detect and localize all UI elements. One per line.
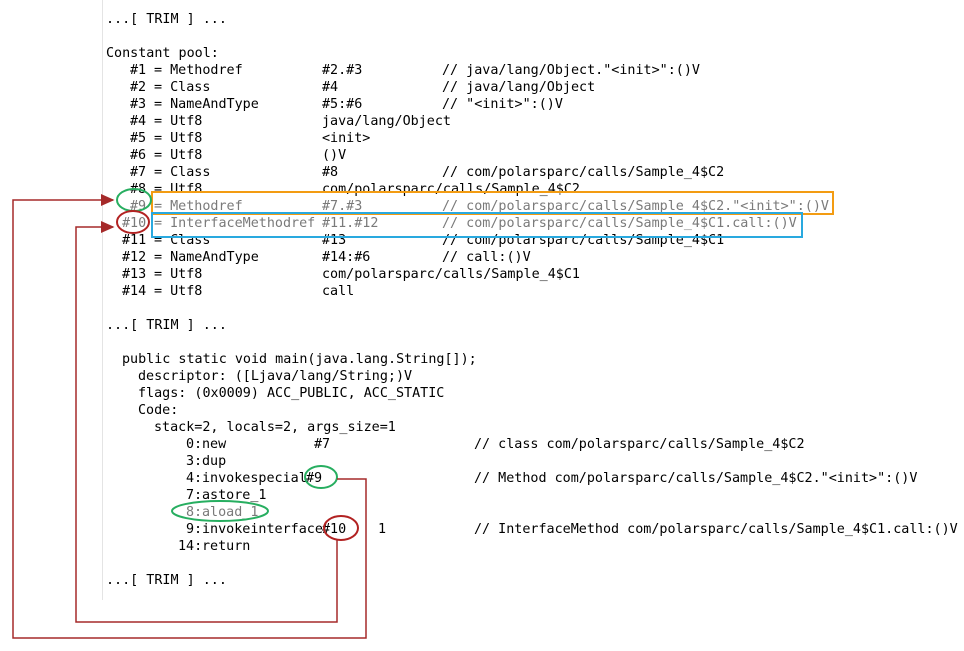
method-signature: public static void main(java.lang.String… [122, 352, 477, 367]
cp-entry-comment: // com/polarsparc/calls/Sample_4$C2 [442, 165, 724, 180]
cp-entry-index: #11 [122, 233, 146, 248]
instruction-offset: 4: [186, 471, 202, 486]
cp-entry-type: = Utf8 [154, 284, 202, 299]
cp-entry-type: = Utf8 [154, 267, 202, 282]
cp-entry-index: #2 [130, 80, 146, 95]
cp-entry-ref: java/lang/Object [322, 114, 451, 129]
cp-entry-ref: #4 [322, 80, 338, 95]
cp-entry-ref: #2.#3 [322, 63, 362, 78]
constant-pool-header: Constant pool: [106, 46, 219, 61]
instruction-operand: #7 [314, 437, 330, 452]
cp-entry-type: = Utf8 [154, 131, 202, 146]
instruction-offset: 0: [186, 437, 202, 452]
cp-entry-ref: call [322, 284, 354, 299]
instruction-comment: // Method com/polarsparc/calls/Sample_4$… [474, 471, 917, 486]
cp-entry-comment: // call:()V [442, 250, 531, 265]
cp-entry-ref: #13 [322, 233, 346, 248]
trim-marker-middle: ...[ TRIM ] ... [106, 318, 227, 333]
instruction-opcode: invokespecial [202, 471, 307, 486]
cp-entry-index: #8 [130, 182, 146, 197]
instruction-offset: 3: [186, 454, 202, 469]
cp-entry-ref: #8 [322, 165, 338, 180]
cp-entry-index: #14 [122, 284, 146, 299]
instruction-offset: 7: [186, 488, 202, 503]
instruction-opcode: dup [202, 454, 226, 469]
cp-entry-type: = Utf8 [154, 148, 202, 163]
cp-entry-comment: // com/polarsparc/calls/Sample_4$C2."<in… [442, 199, 829, 214]
bytecode-listing-panel: ...[ TRIM ] ... Constant pool: #1 = Methodr… [102, 0, 964, 600]
cp-entry-type: = InterfaceMethodref [154, 216, 315, 231]
trim-marker-top: ...[ TRIM ] ... [106, 12, 227, 27]
cp-entry-type: = Utf8 [154, 182, 202, 197]
cp-entry-type: = Methodref [154, 199, 243, 214]
cp-entry-index: #13 [122, 267, 146, 282]
instruction-offset: 14: [178, 539, 202, 554]
cp-entry-type: = Utf8 [154, 114, 202, 129]
method-flags: flags: (0x0009) ACC_PUBLIC, ACC_STATIC [138, 386, 444, 401]
cp-entry-type: = Class [154, 233, 210, 248]
cp-entry-ref: <init> [322, 131, 370, 146]
cp-entry-comment: // "<init>":()V [442, 97, 563, 112]
instruction-comment: // InterfaceMethod com/polarsparc/calls/… [474, 522, 958, 537]
cp-entry-comment: // java/lang/Object [442, 80, 595, 95]
instruction-opcode: new [202, 437, 227, 452]
method-descriptor: descriptor: ([Ljava/lang/String;)V [138, 369, 412, 384]
cp-entry-index: #10 [122, 216, 146, 231]
instruction-operand: #10 [322, 522, 346, 537]
instruction-extra-operand: 1 [378, 522, 386, 537]
cp-entry-type: = NameAndType [154, 97, 259, 112]
bytecode-text-canvas: ...[ TRIM ] ... Constant pool: #1 = Methodr… [106, 12, 958, 588]
cp-entry-ref: #11.#12 [322, 216, 378, 231]
cp-entry-comment: // com/polarsparc/calls/Sample_4$C1.call… [442, 216, 797, 231]
stack-info: stack=2, locals=2, args_size=1 [154, 420, 396, 435]
instruction-opcode: invokeinterface [202, 522, 323, 537]
cp-entry-type: = NameAndType [154, 250, 259, 265]
cp-entry-ref: com/polarsparc/calls/Sample_4$C2 [322, 182, 580, 197]
cp-entry-index: #9 [130, 199, 146, 214]
cp-entry-comment: // java/lang/Object."<init>":()V [442, 63, 700, 78]
cp-entry-ref: #5:#6 [322, 97, 362, 112]
cp-entry-type: = Methodref [154, 63, 243, 78]
cp-entry-type: = Class [154, 165, 210, 180]
instruction-offset: 9: [186, 522, 202, 537]
instruction-offset: 8: [186, 505, 202, 520]
instruction-opcode: return [202, 539, 250, 554]
instruction-operand: #9 [306, 471, 322, 486]
cp-entry-ref: ()V [322, 148, 346, 163]
code-label: Code: [138, 403, 178, 418]
cp-entry-index: #6 [130, 148, 146, 163]
instruction-comment: // class com/polarsparc/calls/Sample_4$C… [474, 437, 805, 452]
cp-entry-index: #4 [130, 114, 146, 129]
cp-entry-index: #7 [130, 165, 146, 180]
cp-entry-index: #1 [130, 63, 146, 78]
cp-entry-comment: // com/polarsparc/calls/Sample_4$C1 [442, 233, 724, 248]
cp-entry-index: #5 [130, 131, 146, 146]
trim-marker-bottom: ...[ TRIM ] ... [106, 573, 227, 588]
cp-entry-ref: com/polarsparc/calls/Sample_4$C1 [322, 267, 580, 282]
instruction-opcode: aload_1 [202, 505, 258, 520]
cp-entry-ref: #7.#3 [322, 199, 362, 214]
instruction-opcode: astore_1 [202, 488, 267, 503]
cp-entry-index: #3 [130, 97, 146, 112]
cp-entry-index: #12 [122, 250, 146, 265]
cp-entry-ref: #14:#6 [322, 250, 370, 265]
cp-entry-type: = Class [154, 80, 210, 95]
